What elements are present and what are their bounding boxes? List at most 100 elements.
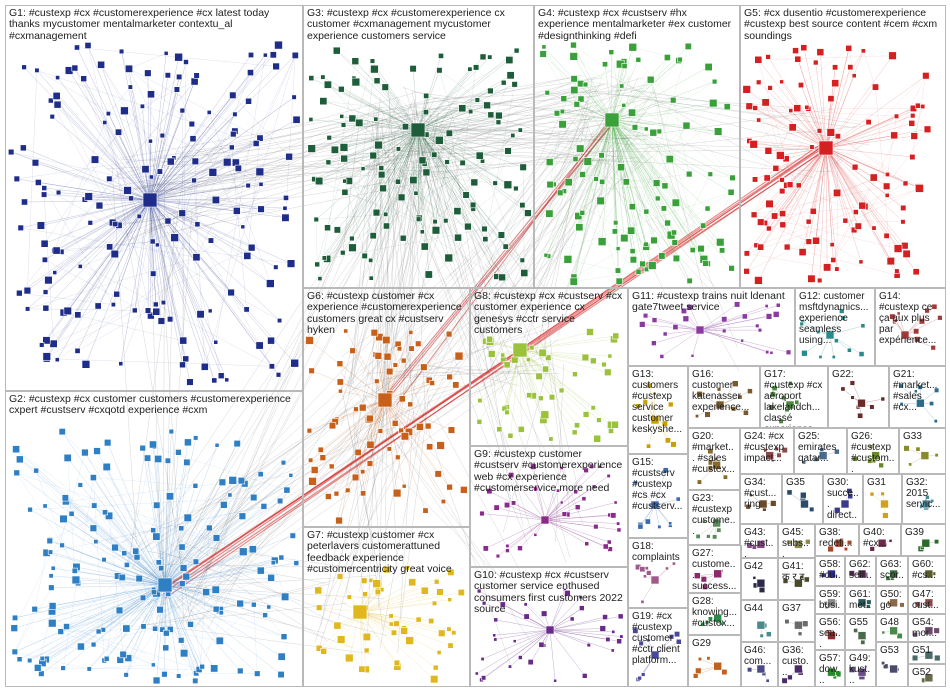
cluster-label: G52: [909, 665, 945, 678]
cluster-label: G22:: [829, 367, 888, 380]
cluster-g53: G53: [876, 642, 908, 687]
cluster-g46: G46: com...: [740, 642, 778, 687]
cluster-g31: G31: [863, 474, 902, 524]
cluster-label: G15: #custserv #custexp #cs #cx #custser…: [629, 455, 687, 512]
cluster-label: G59: busi...: [816, 587, 844, 614]
cluster-g4: G4: #custexp #cx #custserv #hx experienc…: [534, 5, 740, 288]
cluster-label: G18: complaints: [629, 539, 687, 563]
cluster-g13: G13: customers #custexp service customer…: [628, 366, 688, 454]
cluster-g15: G15: #custserv #custexp #cs #cx #custser…: [628, 454, 688, 538]
cluster-label: G55: [846, 615, 875, 628]
cluster-label: G43: #cust...: [741, 525, 777, 558]
cluster-g47: G47: cust...: [908, 586, 946, 614]
cluster-g42: G42: [740, 558, 778, 600]
cluster-label: G21: #market... #sales #cx...: [890, 367, 945, 413]
cluster-g44: G44: [740, 600, 778, 642]
cluster-label: G17: #custexp #cx aéroport lakelandch...…: [761, 367, 827, 428]
cluster-g1: G1: #custexp #cx #customerexperience #cx…: [5, 5, 303, 391]
cluster-label: G56: sea...: [816, 615, 844, 650]
cluster-g59: G59: busi...: [815, 586, 845, 614]
cluster-g3: G3: #custexp #cx #customerexperience cx …: [303, 5, 534, 288]
cluster-label: G62: selli...: [846, 557, 875, 586]
cluster-label: G42: [741, 559, 777, 572]
cluster-g58: G58: #cu...: [815, 556, 845, 586]
cluster-label: G36: custo...: [779, 643, 814, 678]
cluster-label: G61: met...: [846, 587, 875, 614]
cluster-g55: G55: [845, 614, 876, 650]
cluster-label: G10: #custexp #cx #custserv customer ser…: [471, 568, 627, 616]
cluster-label: G11: #custexp trains nuit ldenant gate7t…: [629, 289, 794, 314]
cluster-label: G12: customer msftdynamics... experience…: [796, 289, 874, 346]
cluster-label: G8: #custexp #cx #custserv #cx customer …: [471, 289, 627, 337]
cluster-g17: G17: #custexp #cx aéroport lakelandch...…: [760, 366, 828, 428]
cluster-g20: G20: #market... #sales #custex...: [688, 428, 740, 490]
cluster-g57: G57: dow...: [815, 650, 845, 687]
cluster-label: G58: #cu...: [816, 557, 844, 586]
cluster-g27: G27: custome... success...: [688, 545, 742, 593]
cluster-g7: G7: #custexp customer #cx peterlavers cu…: [303, 527, 470, 687]
cluster-label: G54: mor...: [909, 615, 945, 639]
cluster-label: G32: 2015 servic...: [903, 475, 945, 510]
cluster-g28: G28: knowing... #custex...: [688, 593, 742, 635]
cluster-g12: G12: customer msftdynamics... experience…: [795, 288, 875, 366]
cluster-g45: G45: subs...: [778, 524, 815, 558]
cluster-label: G49: kust...: [846, 651, 875, 686]
cluster-label: G63: scor...: [877, 557, 907, 586]
cluster-g21: G21: #market... #sales #cx...: [889, 366, 946, 428]
cluster-g61: G61: met...: [845, 586, 876, 614]
cluster-g25: G25: emirates qatar...: [794, 428, 847, 474]
cluster-label: G28: knowing... #custex...: [689, 594, 741, 629]
cluster-label: G9: #custexp customer #custserv #custome…: [471, 447, 627, 495]
cluster-label: G35: [783, 475, 822, 488]
cluster-g60: G60: #cs...: [908, 556, 946, 586]
cluster-label: G16: customer katenasser experience...: [689, 367, 759, 413]
cluster-label: G33: [900, 429, 945, 442]
cluster-label: G40: #cx...: [860, 525, 900, 549]
cluster-g35: G35: [782, 474, 823, 524]
cluster-g49: G49: kust...: [845, 650, 876, 687]
cluster-g32: G32: 2015 servic...: [902, 474, 946, 524]
cluster-g63: G63: scor...: [876, 556, 908, 586]
cluster-g19: G19: #cx #custexp customer #cctr client …: [628, 608, 688, 687]
cluster-label: G38: redefi...: [816, 525, 858, 549]
cluster-g62: G62: selli...: [845, 556, 876, 586]
cluster-g6: G6: #custexp customer #cx experience #cu…: [303, 288, 470, 527]
cluster-label: G31: [864, 475, 901, 488]
cluster-label: G46: com...: [741, 643, 777, 667]
cluster-label: G39: [902, 525, 945, 538]
cluster-label: G27: custome... success...: [689, 546, 741, 592]
cluster-label: G7: #custexp customer #cx peterlavers cu…: [304, 528, 469, 576]
cluster-label: G29: [689, 636, 741, 649]
cluster-g36: G36: custo...: [778, 642, 815, 687]
cluster-label: G44: [741, 601, 777, 614]
cluster-g43: G43: #cust...: [740, 524, 778, 558]
cluster-g8: G8: #custexp #cx #custserv #cx customer …: [470, 288, 628, 446]
cluster-g5: G5: #cx dusentio #customerexperience #cu…: [740, 5, 946, 288]
cluster-label: G41: क र ट: [779, 559, 814, 583]
cluster-g41: G41: क र ट: [778, 558, 815, 600]
cluster-label: G23: #custexp custome...: [689, 491, 739, 537]
cluster-g23: G23: #custexp custome...: [688, 490, 740, 545]
cluster-g37: G37: [778, 600, 815, 642]
cluster-g30: G30: succe... direct...: [823, 474, 863, 524]
cluster-g11: G11: #custexp trains nuit ldenant gate7t…: [628, 288, 795, 366]
cluster-g39: G39: [901, 524, 946, 556]
cluster-g26: G26: #custexp #custom...: [847, 428, 899, 474]
cluster-label: G14: #custexp ce ça aux plus par expérie…: [876, 289, 945, 346]
cluster-g51: G51: [908, 642, 946, 664]
cluster-g33: G33: [899, 428, 946, 474]
cluster-g50: G50: go: [876, 586, 908, 614]
cluster-label: G50: go: [877, 587, 907, 611]
cluster-label: G51: [909, 643, 945, 656]
cluster-g54: G54: mor...: [908, 614, 946, 642]
cluster-g2: G2: #custexp #cx customer customers #cus…: [5, 391, 303, 687]
cluster-label: G57: dow...: [816, 651, 844, 686]
cluster-label: G13: customers #custexp service customer…: [629, 367, 687, 435]
cluster-g10: G10: #custexp #cx #custserv customer ser…: [470, 567, 628, 687]
cluster-label: G25: emirates qatar...: [795, 429, 846, 464]
cluster-g24: G24: #cx #custexp impact...: [740, 428, 794, 474]
cluster-label: G45: subs...: [779, 525, 814, 558]
cluster-label: G26: #custexp #custom...: [848, 429, 898, 474]
cluster-label: G19: #cx #custexp customer #cctr client …: [629, 609, 687, 666]
cluster-label: G24: #cx #custexp impact...: [741, 429, 793, 464]
